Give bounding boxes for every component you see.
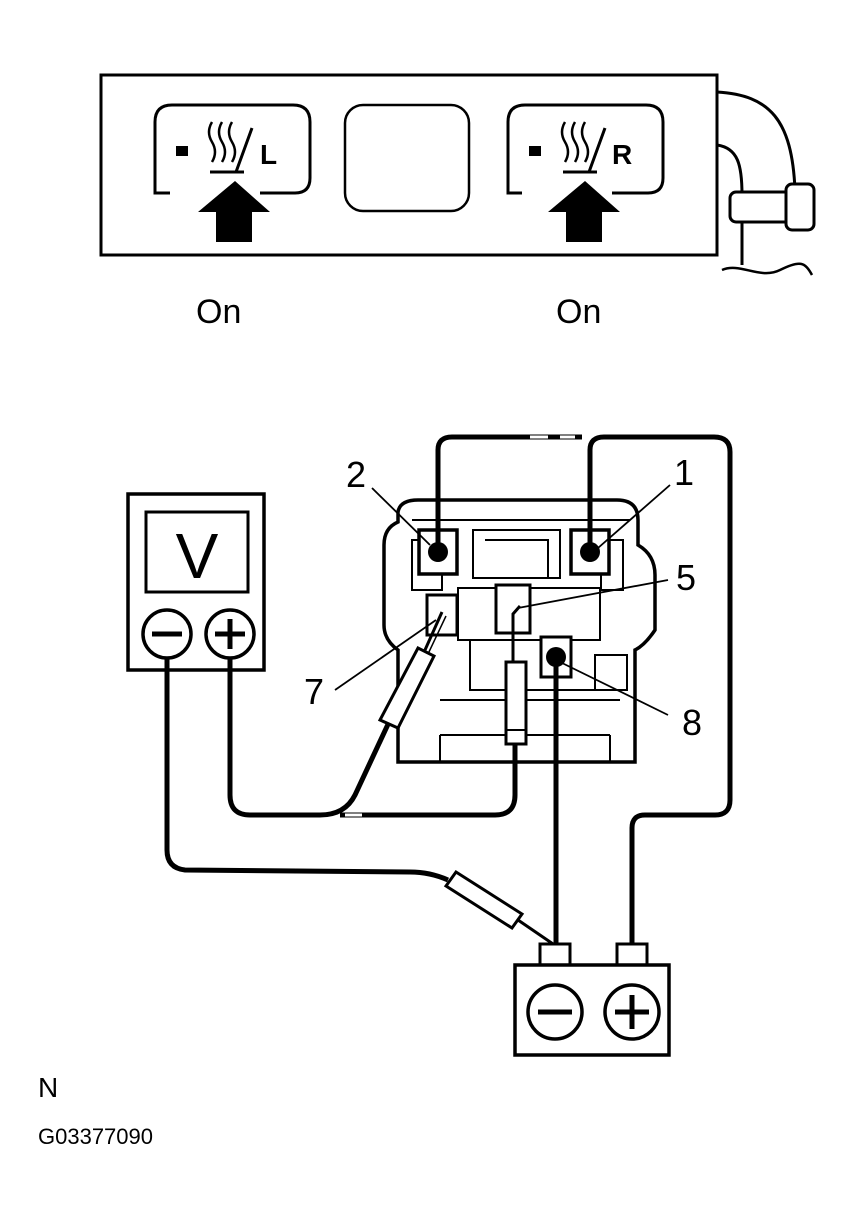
figure-id: G03377090 <box>38 1124 153 1149</box>
left-seat-heater-switch[interactable]: L <box>153 103 312 242</box>
voltmeter-negative-lead <box>164 658 450 883</box>
terminal-8-label: 8 <box>682 702 702 743</box>
switch-panel <box>99 73 816 276</box>
callouts <box>334 484 671 716</box>
voltmeter-positive-terminal[interactable] <box>204 608 256 660</box>
jumper-wire <box>435 434 733 946</box>
probe-icon <box>504 605 528 746</box>
terminal-2-label: 2 <box>346 454 366 495</box>
plus-icon <box>215 619 245 649</box>
right-seat-heater-switch[interactable]: R <box>506 103 665 242</box>
terminal-1-label: 1 <box>674 452 694 493</box>
voltmeter-display-label: V <box>176 520 219 592</box>
probe-icon <box>377 611 447 730</box>
left-switch-state-label: On <box>196 293 241 331</box>
plus-icon <box>615 995 649 1029</box>
left-switch-letter: L <box>260 139 277 170</box>
voltmeter-display <box>144 510 250 594</box>
voltmeter-negative-terminal[interactable] <box>141 608 193 660</box>
terminal-7[interactable] <box>425 593 459 637</box>
right-switch-letter: R <box>612 139 632 170</box>
indicator-light-icon <box>176 146 188 156</box>
battery-positive-terminal[interactable] <box>603 983 661 1041</box>
diagram-code: N <box>38 1072 59 1103</box>
indicator-light-icon <box>529 146 541 156</box>
seat-heater-icon <box>560 121 607 174</box>
arrow-up-icon <box>548 181 620 242</box>
voltmeter: V <box>126 492 266 672</box>
battery <box>513 942 671 1057</box>
battery-negative-terminal[interactable] <box>526 983 584 1041</box>
seat-heater-icon <box>207 121 254 174</box>
probe-icon <box>443 869 557 948</box>
terminal-7-label: 7 <box>304 671 324 712</box>
voltmeter-positive-lead <box>227 658 518 818</box>
arrow-up-icon <box>198 181 270 242</box>
right-switch-state-label: On <box>556 293 601 331</box>
terminal-5-label: 5 <box>676 557 696 598</box>
